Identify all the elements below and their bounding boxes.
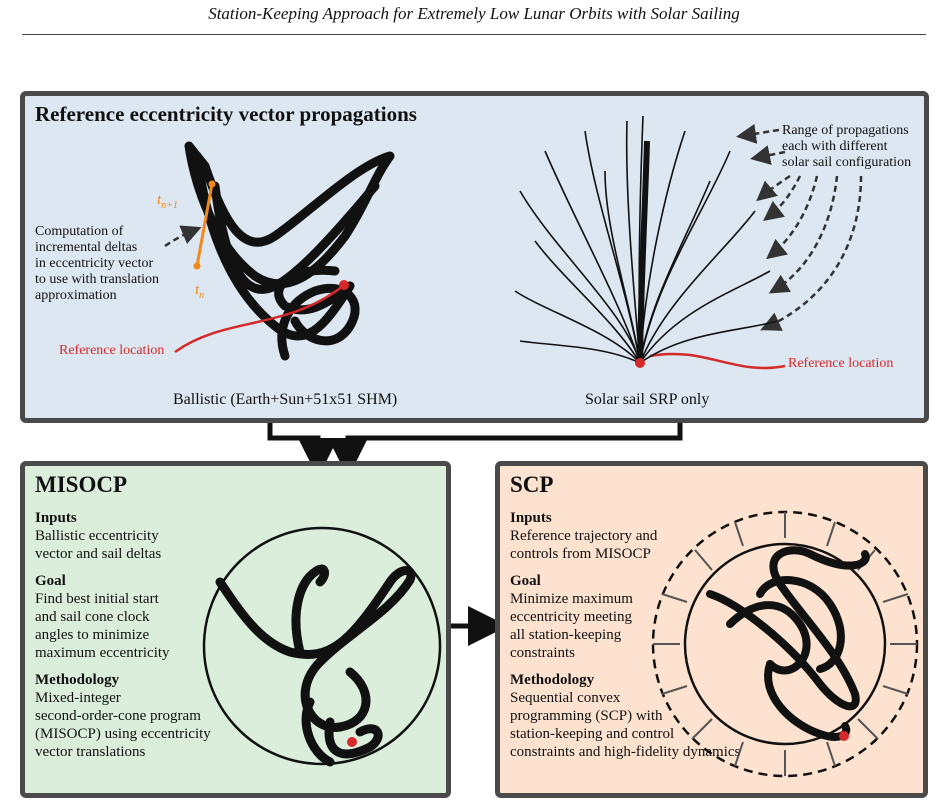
sail-propagation-lines (514, 115, 778, 364)
misocp-methodology-heading: Methodology (35, 672, 120, 688)
range-annotation-arrows (736, 123, 863, 331)
reference-panel-title: Reference eccentricity vector propagatio… (35, 102, 417, 126)
misocp-reference-marker (347, 737, 357, 747)
t-n-plus-1-point (208, 180, 216, 188)
deltas-annotation-arrow (164, 225, 202, 248)
misocp-panel: MISOCP Inputs Ballistic eccentricity vec… (20, 461, 451, 798)
deltas-annotation: Computation of incremental deltas in ecc… (35, 224, 160, 303)
t-n-label: tn (195, 282, 205, 301)
scp-methodology-heading: Methodology (510, 672, 595, 688)
scp-goal-heading: Goal (510, 573, 541, 589)
reference-panel-annotations (164, 123, 863, 370)
reference-location-leader-right (649, 352, 786, 370)
connector-sail-to-misocp (328, 423, 683, 478)
misocp-text-column: Inputs Ballistic eccentricity vector and… (35, 500, 235, 761)
scp-inputs-heading: Inputs (510, 510, 552, 526)
misocp-goal-body: Find best initial start and sail cone cl… (35, 591, 170, 661)
ballistic-track-loop-4 (210, 181, 380, 294)
misocp-inputs-body: Ballistic eccentricity vector and sail d… (35, 528, 162, 562)
t-n-point (193, 262, 201, 270)
misocp-constraint-circle (202, 526, 442, 766)
delta-vector-line (195, 183, 214, 267)
scp-methodology-body: Sequential convex programming (SCP) with… (510, 690, 741, 760)
misocp-title: MISOCP (35, 472, 127, 497)
scp-title: SCP (510, 472, 554, 497)
reference-location-label-left: Reference location (59, 343, 165, 358)
scp-trajectory (706, 546, 870, 741)
scp-goal-body: Minimize maximum eccentricity meeting al… (510, 591, 633, 661)
sail-dense-core-line (637, 140, 650, 364)
connector-ballistic-to-misocp (267, 423, 338, 478)
misocp-trajectory-plot (202, 526, 442, 767)
scp-inner-constraint-circle (683, 542, 887, 746)
scp-inputs-body: Reference trajectory and controls from M… (510, 528, 658, 562)
ballistic-track-loop-3 (277, 283, 360, 361)
scp-panel: SCP Inputs Reference trajectory and cont… (495, 461, 928, 798)
t-n-plus-1-label: tn+1 (157, 192, 178, 211)
ballistic-trajectory-plot (184, 141, 395, 361)
ballistic-caption: Ballistic (Earth+Sun+51x51 SHM) (173, 391, 398, 408)
misocp-inputs-heading: Inputs (35, 510, 77, 526)
scp-trajectory-plot (651, 510, 919, 778)
header-rule (22, 34, 926, 35)
misocp-goal-heading: Goal (35, 573, 66, 589)
page-header-title: Station-Keeping Approach for Extremely L… (208, 4, 740, 23)
reference-location-label-right: Reference location (788, 356, 894, 371)
reference-location-marker-right (635, 358, 645, 368)
scp-reference-marker (839, 731, 849, 741)
solar-sail-fan-plot (514, 115, 778, 368)
scp-text-column: Inputs Reference trajectory and controls… (510, 500, 750, 761)
misocp-trajectory (215, 564, 416, 767)
reference-propagations-panel: Reference eccentricity vector propagatio… (20, 91, 929, 423)
range-of-propagations-annotation: Range of propagations each with differen… (782, 123, 912, 170)
solar-sail-caption: Solar sail SRP only (585, 391, 710, 408)
reference-location-leader-left (174, 285, 344, 354)
ballistic-track-loop-2 (192, 151, 355, 341)
misocp-methodology-body: Mixed-integer second-order-cone program … (35, 690, 211, 760)
